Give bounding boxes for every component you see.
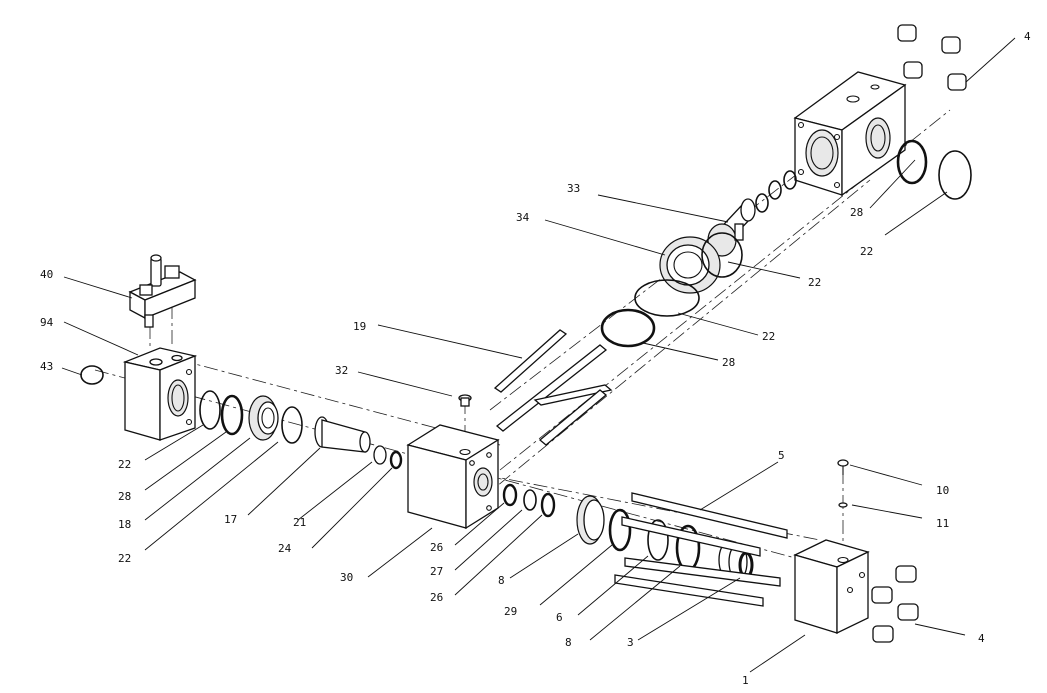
part-40-mount-block <box>128 254 197 328</box>
callout-29: 29 <box>504 605 517 618</box>
callout-22-left: 22 <box>118 458 131 471</box>
part-94-left-end-block <box>122 347 198 441</box>
callout-33: 33 <box>567 182 580 195</box>
callout-4-top: 4 <box>1024 30 1031 43</box>
part-10-11-screw <box>837 459 849 508</box>
callout-11: 11 <box>936 517 949 530</box>
part-1-right-end-block <box>793 539 870 635</box>
callout-22-mid: 22 <box>762 330 775 343</box>
callout-4-bottom: 4 <box>978 632 985 645</box>
part-4-nuts-top <box>897 24 967 91</box>
part-5-tie-rods <box>614 492 788 607</box>
upper-right-rings <box>896 139 972 200</box>
callout-34: 34 <box>516 211 530 224</box>
right-seal-stack <box>502 483 754 581</box>
part-30-center-block <box>406 424 500 530</box>
callout-26-b: 26 <box>430 591 443 604</box>
callout-94: 94 <box>40 316 54 329</box>
leader-lines <box>61 37 1016 673</box>
callout-6: 6 <box>556 611 563 624</box>
callout-1: 1 <box>742 674 749 687</box>
callout-26-a: 26 <box>430 541 443 554</box>
callout-24: 24 <box>278 542 292 555</box>
callout-43: 43 <box>40 360 53 373</box>
callout-32: 32 <box>335 364 348 377</box>
part-4-nuts-bottom <box>871 565 919 643</box>
callout-19: 19 <box>353 320 366 333</box>
callout-3: 3 <box>627 636 634 649</box>
part-19-rods <box>493 329 613 446</box>
callout-10: 10 <box>936 484 949 497</box>
callout-21: 21 <box>293 516 306 529</box>
callout-28-top: 28 <box>850 206 863 219</box>
callout-8-b: 8 <box>565 636 572 649</box>
callout-5: 5 <box>778 449 785 462</box>
part-34-seal-housing <box>600 232 743 348</box>
upper-right-block <box>793 71 907 197</box>
callout-22-top: 22 <box>860 245 873 258</box>
callout-18: 18 <box>118 518 131 531</box>
left-seal-stack <box>199 390 403 470</box>
callout-8-a: 8 <box>498 574 505 587</box>
callout-28-left: 28 <box>118 490 131 503</box>
callout-17: 17 <box>224 513 237 526</box>
callout-labels: 4 28 22 33 34 22 22 28 19 40 94 43 32 22… <box>40 30 1031 687</box>
callout-28-mid: 28 <box>722 356 735 369</box>
callout-40: 40 <box>40 268 53 281</box>
callout-30: 30 <box>340 571 353 584</box>
callout-22-piston: 22 <box>808 276 821 289</box>
callout-22-lower: 22 <box>118 552 131 565</box>
callout-27: 27 <box>430 565 443 578</box>
part-32-screw <box>458 394 472 407</box>
part-43-ring <box>80 365 104 385</box>
